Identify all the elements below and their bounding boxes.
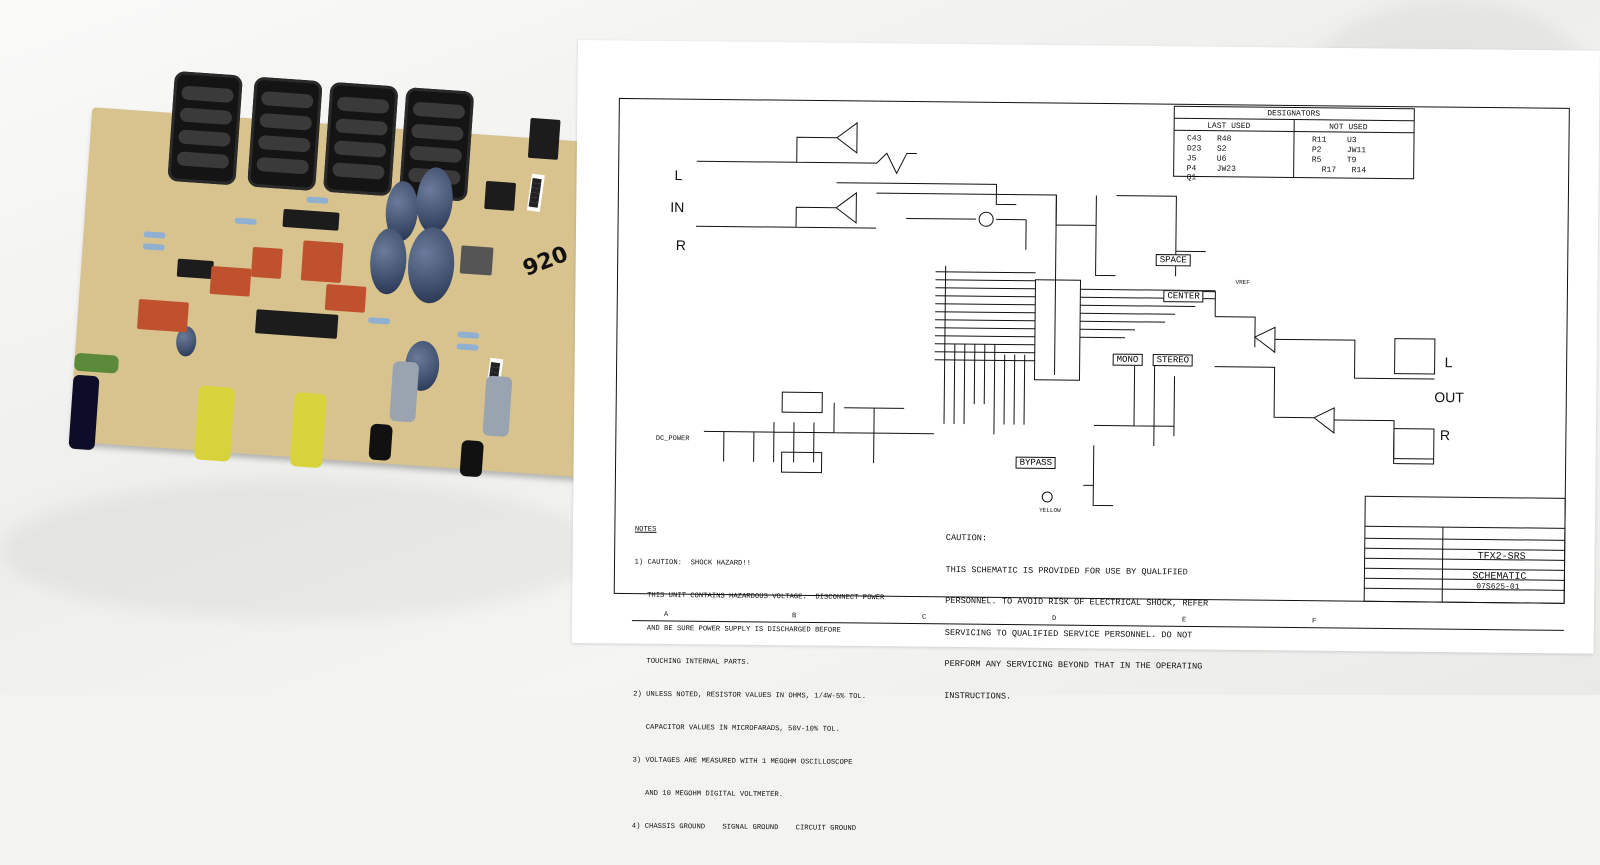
label-mono: MONO [1112, 353, 1143, 366]
title-block [1363, 495, 1566, 604]
label-right-out: R [1439, 427, 1451, 444]
designator: R14 [1351, 166, 1367, 176]
schematic-sheet: A B C D E F L IN R L OUT R SPACE CENTER … [571, 40, 1600, 833]
designator: T9 [1346, 156, 1357, 166]
last-used-header: LAST USED [1207, 121, 1251, 132]
border-letter: A [664, 611, 669, 619]
label-stereo: STEREO [1152, 354, 1194, 367]
designator: S2 [1216, 144, 1227, 154]
designator: P4 [1186, 164, 1197, 174]
designator: Q1 [1186, 173, 1197, 183]
border-letter: B [792, 612, 796, 620]
yellow-potentiometer-shaft [289, 392, 327, 469]
main-ic [1033, 279, 1082, 381]
caution-line: INSTRUCTIONS. [944, 690, 1012, 702]
label-in: IN [670, 198, 685, 216]
potentiometer-body [73, 352, 120, 374]
caution-heading: CAUTION: [945, 532, 988, 544]
designators-title: DESIGNATORS [1267, 109, 1321, 119]
electrolytic-capacitor [405, 225, 457, 305]
label-right-in: R [675, 237, 687, 254]
designator: U3 [1346, 136, 1357, 146]
resistor [142, 243, 165, 251]
toggle-switch [482, 375, 513, 438]
caution-line: THIS SCHEMATIC IS PROVIDED FOR USE BY QU… [945, 564, 1188, 577]
designator: R48 [1216, 134, 1232, 144]
notes-line: THIS UNIT CONTAINS HAZARDOUS VOLTAGE. DI… [634, 591, 885, 603]
caution-block: CAUTION: THIS SCHEMATIC IS PROVIDED FOR … [944, 512, 1209, 725]
designator: R5 [1311, 155, 1322, 165]
notes-line: AND 10 MEGOHM DIGITAL VOLTMETER. [632, 789, 784, 800]
drawing-number: 07S625-01 [1476, 582, 1520, 592]
drawing-border [613, 97, 1570, 604]
notes-line: TOUCHING INTERNAL PARTS. [633, 657, 750, 667]
footswitch-button [368, 423, 393, 461]
label-left-out: L [1444, 354, 1453, 371]
label-space: SPACE [1155, 254, 1191, 267]
film-capacitor [136, 298, 189, 333]
resistor [367, 317, 391, 325]
designator: J5 [1186, 154, 1197, 164]
drawing-name: SCHEMATIC [1472, 571, 1527, 583]
circuit-board: ██████ █████ 920 [68, 70, 612, 478]
notes-line: AND BE SURE POWER SUPPLY IS DISCHARGED B… [633, 624, 841, 635]
notes-heading: NOTES [634, 525, 657, 534]
caution-line: SERVICING TO QUALIFIED SERVICE PERSONNEL… [944, 627, 1193, 640]
border-letter: E [1182, 616, 1186, 624]
project-name: TFX2-SRS [1477, 551, 1526, 563]
designator: C43 [1186, 134, 1202, 144]
designator: JW23 [1216, 164, 1236, 174]
voltage-regulator [484, 180, 517, 211]
resistor [456, 343, 479, 351]
cloth-fold [0, 480, 600, 620]
not-used-header: NOT USED [1329, 122, 1368, 133]
notes-line: CAPACITOR VALUES IN MICROFARADS, 50V-10%… [632, 723, 840, 734]
yellow-potentiometer-shaft [194, 385, 236, 462]
label-dc-power: DC_POWER [655, 434, 690, 444]
dc-power-jack [527, 117, 561, 160]
designator: D23 [1186, 144, 1202, 154]
audio-jack [322, 81, 399, 197]
film-capacitor [300, 240, 344, 284]
resistor [234, 217, 257, 226]
caution-line: PERFORM ANY SERVICING BEYOND THAT IN THE… [944, 658, 1203, 672]
serial-sticker: ██████ [526, 173, 545, 213]
designator: R11 [1311, 135, 1327, 145]
toggle-switch [389, 360, 420, 423]
designator: U6 [1216, 154, 1227, 164]
notes-line: 4) CHASSIS GROUND SIGNAL GROUND CIRCUIT … [631, 822, 857, 833]
label-vref: VREF [1235, 278, 1250, 287]
caution-line: PERSONNEL. TO AVOID RISK OF ELECTRICAL S… [945, 595, 1209, 609]
handwritten-number: 920 [519, 241, 572, 282]
black-potentiometer-shaft [68, 374, 100, 451]
film-capacitor [209, 265, 252, 297]
footswitch-button [459, 439, 484, 478]
border-letter: F [1312, 618, 1316, 626]
border-letter: C [922, 614, 926, 622]
label-out: OUT [1434, 388, 1464, 406]
notes-line: 1) CAUTION: SHOCK HAZARD!! [634, 558, 752, 568]
label-center: CENTER [1163, 290, 1204, 303]
resistor [306, 196, 329, 204]
notes-block: NOTES 1) CAUTION: SHOCK HAZARD!! THIS UN… [631, 503, 885, 858]
label-bypass: BYPASS [1015, 456, 1057, 470]
label-left-in: L [674, 167, 683, 184]
film-capacitor [324, 284, 367, 313]
notes-line: 3) VOLTAGES ARE MEASURED WITH 1 MEGOHM O… [632, 756, 853, 767]
voltage-regulator [459, 245, 494, 276]
designator: R17 [1321, 165, 1337, 175]
ic-chip [176, 258, 214, 280]
audio-jack [167, 70, 243, 186]
resistor [143, 231, 166, 239]
audio-jack [247, 76, 323, 192]
resistor [457, 331, 480, 339]
border-letter: D [1052, 615, 1056, 623]
schematic-drawing: A B C D E F [613, 97, 1570, 631]
designator: JW11 [1346, 146, 1367, 156]
film-capacitor [250, 246, 283, 279]
ic-chip [254, 309, 339, 339]
notes-line: 2) UNLESS NOTED, RESISTOR VALUES IN OHMS… [633, 690, 867, 702]
designator: P2 [1311, 145, 1322, 155]
ic-chip [282, 208, 340, 231]
